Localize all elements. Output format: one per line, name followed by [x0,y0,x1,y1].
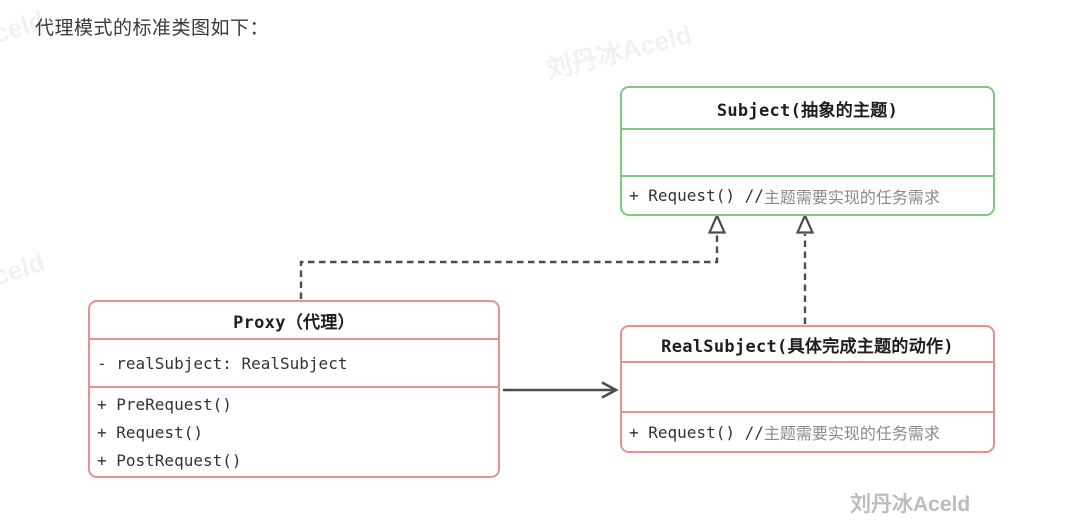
class-box-subject: Subject(抽象的主题) + Request() //主题需要实现的任务需求 [620,86,995,216]
class-box-realsubject: RealSubject(具体完成主题的动作) + Request() //主题需… [620,325,995,453]
attributes-section-subject-empty [622,128,993,175]
methods-section-realsubject: + Request() //主题需要实现的任务需求 [622,411,993,451]
method-request-subject: + Request() // [629,186,764,205]
attributes-section-proxy: - realSubject: RealSubject [90,338,498,386]
method-comment-subject: 主题需要实现的任务需求 [763,187,940,207]
open-arrowhead-association [601,381,619,399]
method-comment-realsubject: 主题需要实现的任务需求 [763,424,940,443]
hollow-triangle-arrowhead-proxy [707,212,727,234]
class-title-proxy: Proxy（代理） [233,312,355,333]
attributes-section-realsubject-empty [622,361,993,411]
class-title-realsubject: RealSubject(具体完成主题的动作) [661,336,954,357]
page-heading: 代理模式的标准类图如下： [35,18,270,39]
class-title-subject: Subject(抽象的主题) [716,100,899,121]
methods-section-proxy: + PreRequest() + Request() + PostRequest… [90,386,498,476]
methods-section-subject: + Request() //主题需要实现的任务需求 [622,175,993,214]
realization-line-proxy-to-subject [299,234,719,299]
method-postrequest: + PostRequest() [97,451,242,470]
hollow-triangle-arrowhead-realsubject [795,212,815,234]
method-prerequest: + PreRequest() [97,395,232,414]
method-request-proxy: + Request() [97,423,203,442]
method-request-realsubject: + Request() // [629,422,764,442]
attribute-realsubject: - realSubject: RealSubject [97,353,348,373]
class-box-proxy: Proxy（代理） - realSubject: RealSubject + P… [88,300,500,478]
